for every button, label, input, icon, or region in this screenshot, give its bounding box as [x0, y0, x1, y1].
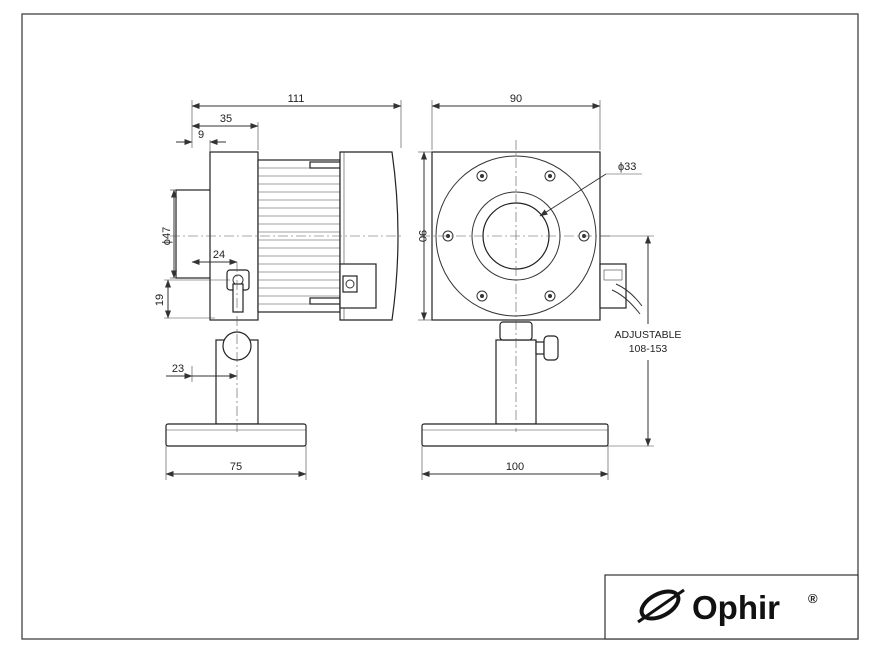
dim-head-height: 90	[416, 230, 428, 242]
dim-post-height-offset: 19	[154, 294, 166, 306]
side-view	[165, 151, 402, 447]
dim-post-offset: 23	[172, 363, 184, 375]
dim-base-front-width: 100	[506, 461, 524, 473]
brand-name: Ophir	[692, 589, 780, 626]
dim-front-offset: 35	[220, 113, 232, 125]
front-view	[420, 140, 643, 447]
adjustable-range: 108-153	[629, 343, 668, 355]
dim-aperture-dia: ϕ47	[161, 227, 173, 245]
dim-base-side-width: 75	[230, 461, 242, 473]
drawing-border	[21, 13, 859, 640]
brand-logo-block: Ophir ®	[604, 574, 859, 640]
dim-head-width: 90	[510, 93, 522, 105]
adjustable-label: ADJUSTABLE	[615, 329, 682, 341]
dim-overall-length: 111	[288, 93, 305, 105]
ophir-swoosh-icon	[637, 588, 685, 624]
dim-aperture-depth: 9	[198, 129, 204, 141]
dim-window-dia: ϕ33	[618, 161, 636, 173]
side-view-dimensions: 111 35 9 ϕ47 24 19 23 75	[154, 93, 402, 480]
dim-mount-offset: 24	[213, 249, 225, 261]
brand-registered-mark: ®	[808, 591, 818, 606]
front-view-dimensions: 90 90 ϕ33 ADJUSTABLE 108-153 100	[416, 93, 681, 480]
